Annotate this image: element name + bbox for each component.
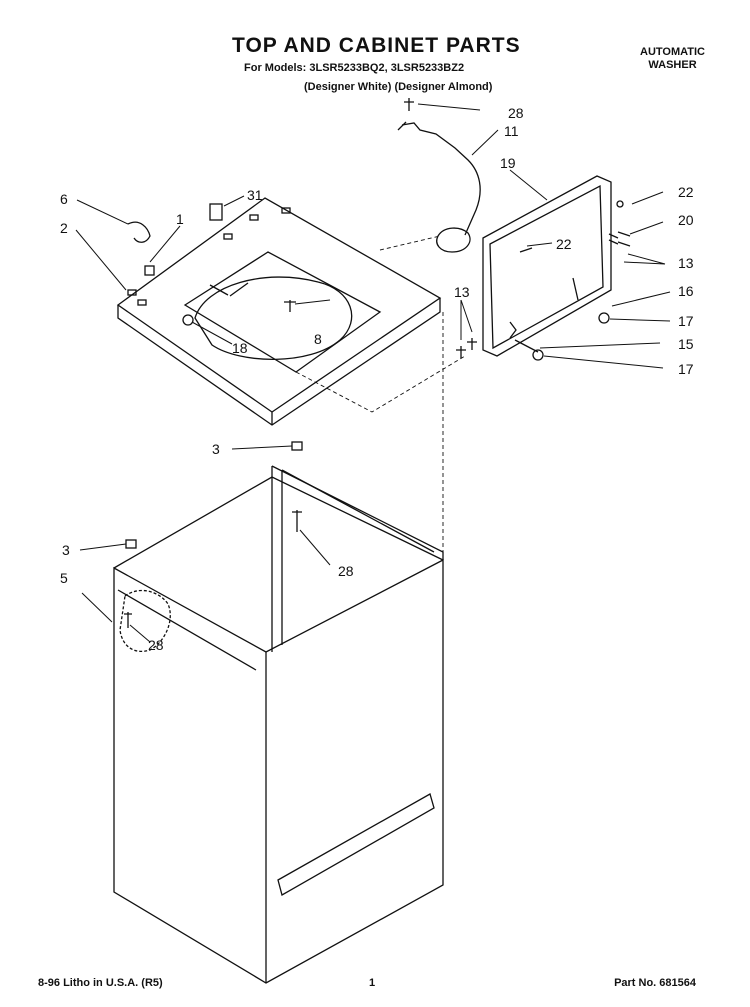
callout-label: 19	[500, 155, 516, 171]
callout-label: 17	[678, 361, 694, 377]
callout-label: 3	[62, 542, 70, 558]
callout-label: 28	[148, 637, 164, 653]
callout-label: 20	[678, 212, 694, 228]
product-type-line-1: AUTOMATIC	[640, 46, 705, 58]
callout-label: 22	[678, 184, 694, 200]
callout-label: 16	[678, 283, 694, 299]
part-number: Part No. 681564	[614, 977, 696, 989]
page-number: 1	[369, 977, 376, 989]
page-title: TOP AND CABINET PARTS	[232, 34, 521, 57]
callout-label: 28	[508, 105, 524, 121]
callout-label: 22	[556, 236, 572, 252]
small-parts	[124, 98, 631, 628]
top-panel	[116, 197, 442, 426]
callout-label: 13	[454, 284, 470, 300]
callout-label: 8	[314, 331, 322, 347]
litho-footer: 8-96 Litho in U.S.A. (R5)	[38, 977, 163, 989]
product-type-label: AUTOMATIC WASHER	[640, 46, 705, 72]
cabinet	[113, 465, 444, 984]
callout-label: 1	[176, 211, 184, 227]
models-line: For Models: 3LSR5233BQ2, 3LSR5233BZ2	[244, 62, 465, 74]
callout-label: 31	[247, 187, 263, 203]
designer-line: (Designer White) (Designer Almond)	[304, 81, 493, 93]
callout-label: 18	[232, 340, 248, 356]
wire-harness	[397, 121, 481, 253]
callout-label: 13	[678, 255, 694, 271]
callout-label: 28	[338, 563, 354, 579]
leader-lines	[75, 103, 671, 643]
callout-label: 5	[60, 570, 68, 586]
callout-label: 3	[212, 441, 220, 457]
product-type-line-2: WASHER	[648, 59, 697, 71]
callout-label: 15	[678, 336, 694, 352]
callout-numbers: 28 11 31 6 1 2 19 22 22 20 13 13 16 17 1…	[60, 105, 694, 653]
callout-label: 6	[60, 191, 68, 207]
callout-label: 11	[504, 123, 519, 139]
assembly-lines	[295, 235, 466, 552]
callout-label: 2	[60, 220, 68, 236]
callout-label: 17	[678, 313, 694, 329]
console-frame	[482, 175, 612, 357]
